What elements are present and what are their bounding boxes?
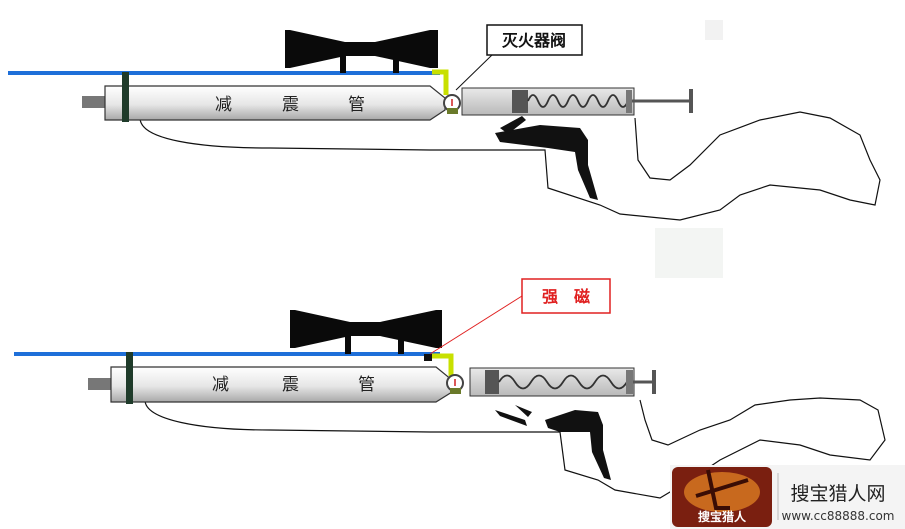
cylinder-end [626, 370, 633, 394]
sear-lever [495, 405, 532, 426]
valve-base [450, 388, 461, 394]
tube-clamp [122, 72, 129, 122]
callout-leader [429, 295, 523, 355]
trigger-guard [495, 125, 598, 200]
bg-patch [705, 20, 723, 40]
watermark-badge-text: 搜宝猎人 [698, 509, 747, 524]
watermark-title: 搜宝猎人网 [790, 483, 885, 505]
magnet-block [424, 354, 432, 361]
cylinder-end [626, 90, 632, 113]
tube-label-char: 减 [215, 95, 232, 115]
rod-handle [652, 370, 656, 394]
muzzle-cap [88, 378, 114, 390]
diagram-top: 减 震 管 灭火器阀 [8, 20, 881, 278]
spring-coil [498, 374, 628, 390]
stock-outline [139, 111, 881, 221]
callout-box [486, 24, 583, 56]
shock-tube [104, 85, 446, 121]
tube-label-char: 震 [282, 95, 299, 115]
spring-coil [527, 94, 629, 108]
hunter-rifle-icon [695, 469, 749, 510]
scope [290, 310, 442, 354]
piston-head [485, 370, 499, 394]
trigger-guard [545, 410, 611, 480]
tube-label-char: 震 [282, 375, 299, 395]
sear-lever [500, 116, 526, 134]
valve-pipe [432, 353, 454, 376]
rod-handle [689, 89, 693, 113]
bg-patch [655, 228, 723, 278]
muzzle-cap [82, 96, 108, 108]
valve-pipe [432, 69, 449, 95]
watermark-url: www.cc88888.com [782, 509, 895, 523]
tube-label-char: 管 [358, 375, 375, 395]
callout-label-valve: 灭火器阀 [501, 31, 566, 50]
tube-label-char: 管 [348, 95, 365, 115]
callout-label-magnet: 强 磁 [542, 287, 590, 306]
stock-outline [144, 397, 886, 499]
callout-leader [455, 54, 493, 91]
site-watermark: 搜宝猎人 搜宝猎人网 www.cc88888.com [670, 465, 905, 529]
diagram-bottom: 减 震 管 强 磁 [14, 278, 886, 499]
piston-head [512, 90, 528, 113]
tube-clamp [126, 352, 133, 404]
valve-base [447, 108, 458, 114]
tube-label-char: 减 [212, 375, 229, 395]
scope [285, 30, 438, 73]
